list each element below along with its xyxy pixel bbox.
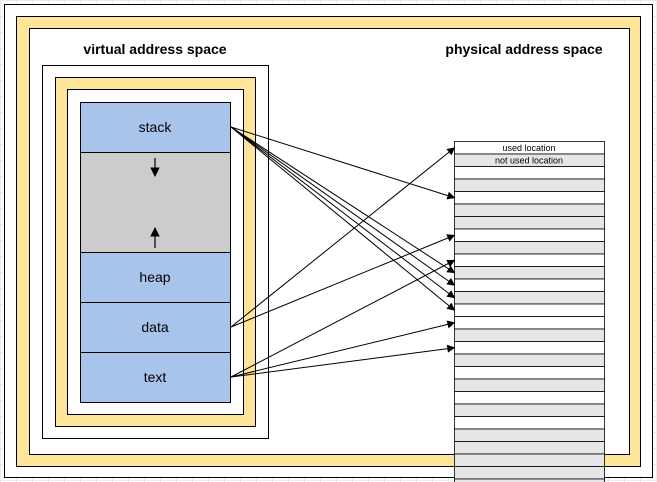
memory-row-used bbox=[454, 303, 605, 317]
data-label: data bbox=[141, 319, 168, 335]
memory-row-unused bbox=[454, 266, 605, 280]
text-label: text bbox=[144, 369, 167, 385]
memory-row-used bbox=[454, 253, 605, 267]
not-used-location-label: not used location bbox=[495, 156, 563, 166]
used-location-label: used location bbox=[502, 143, 555, 153]
memory-row-unused bbox=[454, 403, 605, 417]
memory-row-used bbox=[454, 191, 605, 205]
mapping-arrow-stack bbox=[230, 126, 456, 200]
physical-address-space-title: physical address space bbox=[445, 41, 602, 57]
mapping-arrow-stack bbox=[230, 126, 456, 299]
memory-row-unused bbox=[454, 241, 605, 255]
memory-row-unused bbox=[454, 428, 605, 442]
mapping-arrow-stack bbox=[230, 126, 456, 274]
mapping-arrow-text bbox=[230, 344, 456, 378]
mapping-arrow-text bbox=[230, 320, 456, 378]
memory-row-used bbox=[454, 391, 605, 405]
mapping-arrows bbox=[230, 126, 456, 378]
virtual-address-space-title: virtual address space bbox=[83, 41, 226, 57]
memory-row-used bbox=[454, 166, 605, 180]
mapping-arrow-text bbox=[230, 259, 456, 378]
mapping-arrow-stack bbox=[230, 126, 456, 286]
data-segment bbox=[80, 302, 231, 353]
memory-row-unused bbox=[454, 178, 605, 192]
memory-row-used bbox=[454, 278, 605, 292]
memory-row-unused bbox=[454, 466, 605, 480]
memory-row-unused bbox=[454, 353, 605, 367]
memory-row-used bbox=[454, 228, 605, 242]
memory-row-unused bbox=[454, 203, 605, 217]
memory-row-unused bbox=[454, 291, 605, 305]
mapping-arrow-data bbox=[230, 147, 456, 328]
memory-row-unused bbox=[454, 378, 605, 392]
memory-row-used bbox=[454, 416, 605, 430]
memory-row-unused bbox=[454, 478, 605, 482]
memory-row-used bbox=[454, 316, 605, 330]
memory-row-unused bbox=[454, 328, 605, 342]
memory-row-unused bbox=[454, 216, 605, 230]
heap-label: heap bbox=[139, 269, 170, 285]
physical-memory-rows bbox=[454, 141, 605, 482]
stack-label: stack bbox=[139, 119, 173, 135]
memory-row-unused bbox=[454, 453, 605, 467]
text-segment bbox=[80, 352, 231, 403]
memory-row-used bbox=[454, 366, 605, 380]
memory-row-unused bbox=[454, 441, 605, 455]
memory-row-used bbox=[454, 341, 605, 355]
mapping-arrow-data bbox=[230, 234, 456, 328]
